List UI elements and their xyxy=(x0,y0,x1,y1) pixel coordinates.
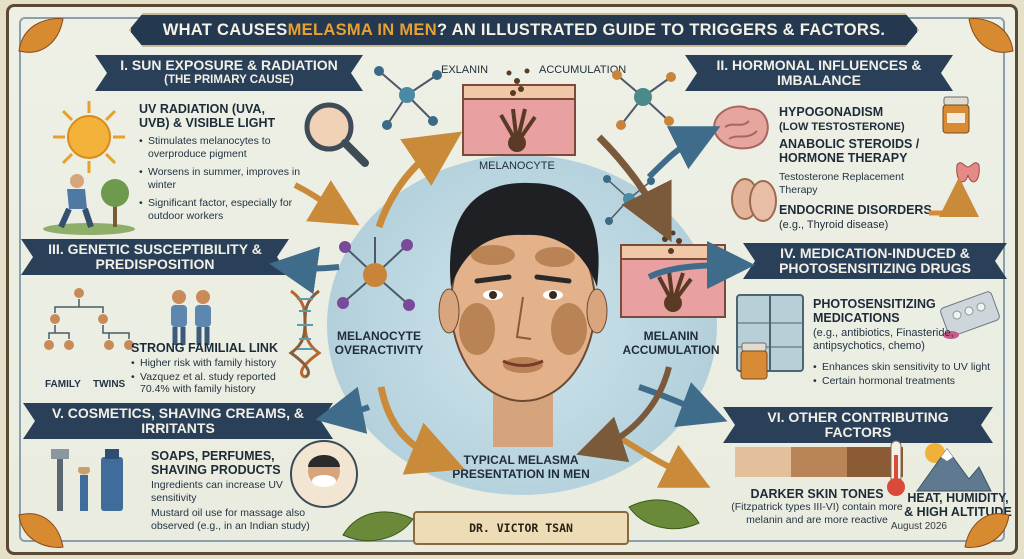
accumulation-label: ACCUMULATION xyxy=(539,64,627,76)
section1-uv-heading: UV RADIATION (UVA, UVB) & VISIBLE LIGHT xyxy=(139,102,276,130)
infographic-frame: WHAT CAUSES MELASMA IN MEN ? AN ILLUSTRA… xyxy=(6,4,1018,555)
dna-icon xyxy=(288,289,322,379)
melanin-accumulation-label: MELANIN ACCUMULATION xyxy=(622,329,720,357)
section1-banner: I. SUN EXPOSURE & RADIATION (THE PRIMARY… xyxy=(95,55,363,91)
section4-bullet: Certain hormonal treatments xyxy=(813,375,1013,388)
section4-bullet: Enhances skin sensitivity to UV light xyxy=(813,361,1013,374)
oak-leaf-icon xyxy=(342,511,414,542)
testes-icon xyxy=(731,178,777,222)
section1-heading: I. SUN EXPOSURE & RADIATION xyxy=(120,57,338,73)
title-prefix: WHAT CAUSES xyxy=(162,20,288,39)
outdoor-worker-icon xyxy=(43,174,135,235)
twins-label: TWINS xyxy=(93,379,126,390)
title-suffix: ? AN ILLUSTRATED GUIDE TO TRIGGERS & FAC… xyxy=(436,20,886,39)
section2-hypogonadism: HYPOGONADISM (LOW TESTOSTERONE) xyxy=(779,105,939,134)
section1-bullet: Stimulates melanocytes to overproduce pi… xyxy=(139,135,304,160)
thermometer-icon xyxy=(887,440,905,496)
author-ribbon: DR. VICTOR TSAN xyxy=(413,511,629,545)
title-banner: WHAT CAUSES MELASMA IN MEN ? AN ILLUSTRA… xyxy=(129,13,919,47)
section3-bullet: Higher risk with family history xyxy=(131,357,291,370)
leaf-decoration-icon xyxy=(964,513,1010,548)
molecule-icon xyxy=(612,70,676,130)
section3-banner: III. GENETIC SUSCEPTIBILITY & PREDISPOSI… xyxy=(21,239,289,275)
section6-heading: VI. OTHER CONTRIBUTING FACTORS xyxy=(767,409,949,440)
leaf-decoration-icon xyxy=(18,18,64,53)
title-highlight: MELASMA IN MEN xyxy=(287,20,437,39)
exlanin-label: EXLANIN xyxy=(441,64,489,76)
section2-steroids: ANABOLIC STEROIDS / HORMONE THERAPY xyxy=(779,137,920,165)
section1-bullets: Stimulates melanocytes to overproduce pi… xyxy=(139,135,304,228)
section2-endocrine: ENDOCRINE DISORDERS (e.g., Thyroid disea… xyxy=(779,203,949,232)
melanocyte-label: MELANOCYTE xyxy=(479,160,555,172)
section5-text1: Ingredients can increase UV sensitivity xyxy=(151,479,283,504)
oak-leaf-icon xyxy=(628,499,700,530)
twins-icon xyxy=(171,290,211,345)
date-label: August 2026 xyxy=(890,521,947,532)
endocrine-sub: (e.g., Thyroid disease) xyxy=(779,219,889,231)
section6-banner: VI. OTHER CONTRIBUTING FACTORS xyxy=(723,407,993,443)
melanocyte-overactivity-label: MELANOCYTE OVERACTIVITY xyxy=(334,329,424,357)
section5-text2: Mustard oil use for massage also observe… xyxy=(151,507,310,532)
section4-banner: IV. MEDICATION-INDUCED & PHOTOSENSITIZIN… xyxy=(743,243,1007,279)
melanocyte-skin-section xyxy=(462,68,576,156)
section3-bullet: Vazquez et al. study reported 70.4% with… xyxy=(131,371,291,396)
leaf-decoration-icon xyxy=(18,513,64,548)
section1-bullet: Worsens in summer, improves in winter xyxy=(139,166,304,191)
skin-tone-swatch-light xyxy=(735,447,791,477)
section5-banner: V. COSMETICS, SHAVING CREAMS, & IRRITANT… xyxy=(23,403,333,439)
section2-banner: II. HORMONAL INFLUENCES & IMBALANCE xyxy=(685,55,953,91)
author-name: DR. VICTOR TSAN xyxy=(469,521,573,535)
hypogonadism-sub: (LOW TESTOSTERONE) xyxy=(779,121,905,133)
molecule-icon xyxy=(374,66,442,130)
section6-darker-skin: DARKER SKIN TONES xyxy=(750,487,884,501)
brain-icon xyxy=(713,105,769,150)
presentation-label: TYPICAL MELASMA PRESENTATION IN MEN xyxy=(452,453,590,481)
thyroid-icon xyxy=(956,162,980,183)
shaving-man-icon xyxy=(290,440,358,508)
section3-familial-link: STRONG FAMILIAL LINK xyxy=(131,341,278,355)
section5-products-heading: SOAPS, PERFUMES, SHAVING PRODUCTS xyxy=(151,449,281,477)
section2-heading: II. HORMONAL INFLUENCES & IMBALANCE xyxy=(716,57,922,88)
sun-icon xyxy=(53,101,125,173)
section4-drug-examples: (e.g., antibiotics, Finasteride, antipsy… xyxy=(813,327,954,352)
family-label: FAMILY xyxy=(45,379,81,390)
medicine-bottle-icon xyxy=(740,342,768,380)
section2-trt: Testosterone Replacement Therapy xyxy=(779,171,904,196)
section4-bullets: Enhances skin sensitivity to UV light Ce… xyxy=(813,361,1013,388)
mountain-sun-icon xyxy=(916,443,992,492)
family-tree-icon xyxy=(44,288,134,350)
shaving-products-icon xyxy=(51,449,123,511)
pill-blister-icon xyxy=(940,291,1000,339)
section6-heat: HEAT, HUMIDITY, & HIGH ALTITUDE xyxy=(904,491,1012,519)
leaf-decoration-icon xyxy=(968,18,1014,53)
section3-heading: III. GENETIC SUSCEPTIBILITY & PREDISPOSI… xyxy=(48,241,262,272)
skin-tone-swatch-medium xyxy=(791,447,847,477)
melanocyte-cell-icon xyxy=(337,237,415,311)
hypogonadism-label: HYPOGONADISM xyxy=(779,105,884,119)
melanin-accumulation-skin-section xyxy=(620,230,726,318)
endocrine-label: ENDOCRINE DISORDERS xyxy=(779,203,932,217)
magnifier-icon xyxy=(304,102,369,167)
man-face-illustration xyxy=(438,182,608,447)
section3-bullets: Higher risk with family history Vazquez … xyxy=(131,357,291,397)
section4-heading: IV. MEDICATION-INDUCED & PHOTOSENSITIZIN… xyxy=(779,245,971,276)
section1-bullet: Significant factor, especially for outdo… xyxy=(139,197,304,222)
section5-heading: V. COSMETICS, SHAVING CREAMS, & IRRITANT… xyxy=(51,405,305,436)
pill-bottle-icon xyxy=(942,96,970,134)
section1-subheading: (THE PRIMARY CAUSE) xyxy=(164,74,294,86)
section4-photosensitizing: PHOTOSENSITIZING MEDICATIONS xyxy=(813,297,936,325)
section6-fitzpatrick: (Fitzpatrick types III-VI) contain more … xyxy=(731,501,903,526)
